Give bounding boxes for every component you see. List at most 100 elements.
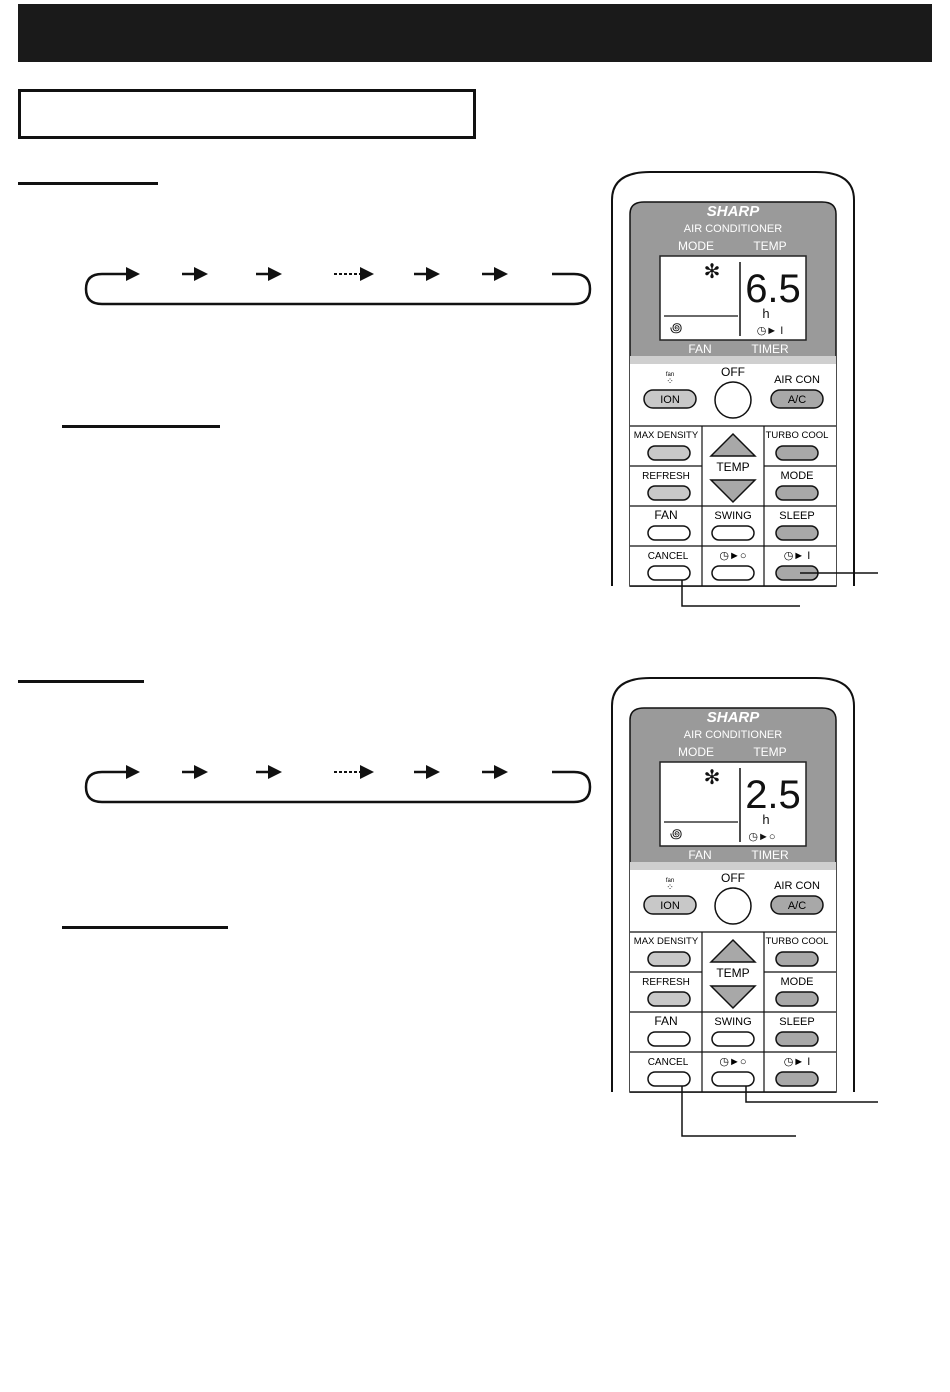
sleep-button[interactable] — [775, 525, 819, 541]
arrow-icon — [126, 765, 140, 779]
timer-off-indicator: ◷►○ — [748, 831, 775, 843]
arrow-icon — [426, 765, 440, 779]
swing-button[interactable] — [711, 1031, 755, 1047]
timer-sequence-diagram-2 — [84, 765, 592, 804]
fan-button[interactable] — [647, 525, 691, 541]
ion-button[interactable] — [643, 895, 697, 915]
off-label: OFF — [721, 365, 745, 379]
ion-button[interactable] — [643, 389, 697, 409]
hour-unit: h — [762, 812, 769, 827]
sleep-label: SLEEP — [779, 510, 814, 522]
subheading-underline-1 — [62, 425, 220, 428]
temp-label: TEMP — [716, 460, 749, 474]
lcd-screen — [659, 761, 807, 847]
refresh-button[interactable] — [647, 991, 691, 1007]
timer-off-button[interactable] — [711, 565, 755, 581]
cancel-label: CANCEL — [648, 551, 689, 562]
cancel-button[interactable] — [647, 565, 691, 581]
lcd-label-timer: TIMER — [751, 342, 789, 356]
header-bar — [18, 4, 932, 62]
arrow-icon — [360, 267, 374, 281]
arrow-icon — [268, 765, 282, 779]
remote-control-2: SHARP AIR CONDITIONER MODE TEMP ✻ 2.5 h … — [610, 676, 878, 1137]
turbo-cool-label: TURBO COOL — [766, 936, 829, 947]
callout-line-cancel — [681, 580, 800, 607]
ac-button[interactable] — [770, 389, 824, 409]
subheading-underline-2 — [62, 926, 228, 929]
aircon-label: AIR CON — [774, 374, 820, 386]
sequence-arrows — [114, 765, 508, 779]
timer-on-button[interactable] — [775, 1071, 819, 1087]
off-button[interactable] — [714, 381, 752, 419]
timer-on-indicator: ◷► I — [757, 325, 784, 337]
arrow-icon — [426, 267, 440, 281]
arrow-icon — [494, 267, 508, 281]
lcd-screen — [659, 255, 807, 341]
remote-subtitle: AIR CONDITIONER — [684, 729, 782, 741]
hour-unit: h — [762, 306, 769, 321]
temp-up-button[interactable] — [709, 432, 757, 457]
sleep-label: SLEEP — [779, 1016, 814, 1028]
max-density-label: MAX DENSITY — [634, 936, 699, 947]
section-title-box — [18, 89, 476, 139]
ac-button[interactable] — [770, 895, 824, 915]
ac-button-label: A/C — [788, 900, 806, 912]
temp-down-button[interactable] — [709, 479, 757, 504]
fan-swirl-icon: ꩜ — [670, 826, 682, 841]
timer-on-label: ◷► I — [784, 1056, 811, 1068]
snowflake-icon: ✻ — [704, 767, 721, 789]
sequence-arrows — [114, 267, 508, 281]
cancel-button[interactable] — [647, 1071, 691, 1087]
lcd-label-fan: FAN — [688, 848, 711, 862]
brand-logo: SHARP — [707, 203, 761, 220]
aircon-label: AIR CON — [774, 880, 820, 892]
ion-label: ION — [660, 394, 680, 406]
fan-label: FAN — [654, 1014, 677, 1028]
brand-logo: SHARP — [707, 709, 761, 726]
arrow-icon — [194, 267, 208, 281]
off-label: OFF — [721, 871, 745, 885]
ion-top-label: fan — [666, 878, 674, 884]
timer-display-value: 2.5 — [745, 773, 801, 817]
lcd-label-temp: TEMP — [753, 239, 786, 253]
off-button[interactable] — [714, 887, 752, 925]
mode-button[interactable] — [775, 485, 819, 501]
arrow-icon — [494, 765, 508, 779]
temp-down-button[interactable] — [709, 985, 757, 1010]
timer-off-button[interactable] — [711, 1071, 755, 1087]
max-density-button[interactable] — [647, 445, 691, 461]
max-density-label: MAX DENSITY — [634, 430, 699, 441]
turbo-cool-button[interactable] — [775, 445, 819, 461]
lcd-label-timer: TIMER — [751, 848, 789, 862]
refresh-label: REFRESH — [642, 977, 690, 988]
ion-dots-icon: ⁘ — [666, 376, 674, 386]
ion-dots-icon: ⁘ — [666, 882, 674, 892]
sleep-button[interactable] — [775, 1031, 819, 1047]
arrow-icon — [268, 267, 282, 281]
timer-display-value: 6.5 — [745, 267, 801, 311]
timer-off-label: ◷►○ — [719, 1056, 746, 1068]
turbo-cool-label: TURBO COOL — [766, 430, 829, 441]
timer-off-label: ◷►○ — [719, 550, 746, 562]
turbo-cool-button[interactable] — [775, 951, 819, 967]
mode-button[interactable] — [775, 991, 819, 1007]
swing-button[interactable] — [711, 525, 755, 541]
cancel-label: CANCEL — [648, 1057, 689, 1068]
arrow-icon — [126, 267, 140, 281]
lcd-label-mode: MODE — [678, 239, 714, 253]
max-density-button[interactable] — [647, 951, 691, 967]
refresh-button[interactable] — [647, 485, 691, 501]
swing-label: SWING — [714, 510, 751, 522]
lcd-label-mode: MODE — [678, 745, 714, 759]
callout-line-timer-off — [745, 1086, 878, 1103]
snowflake-icon: ✻ — [704, 261, 721, 283]
temp-up-button[interactable] — [709, 938, 757, 963]
fan-button[interactable] — [647, 1031, 691, 1047]
arrow-icon — [360, 765, 374, 779]
ion-top-label: fan — [666, 372, 674, 378]
ac-button-label: A/C — [788, 394, 806, 406]
ion-label: ION — [660, 900, 680, 912]
mode-label: MODE — [781, 976, 814, 988]
timer-sequence-diagram-1 — [84, 267, 592, 306]
arrow-icon — [194, 765, 208, 779]
